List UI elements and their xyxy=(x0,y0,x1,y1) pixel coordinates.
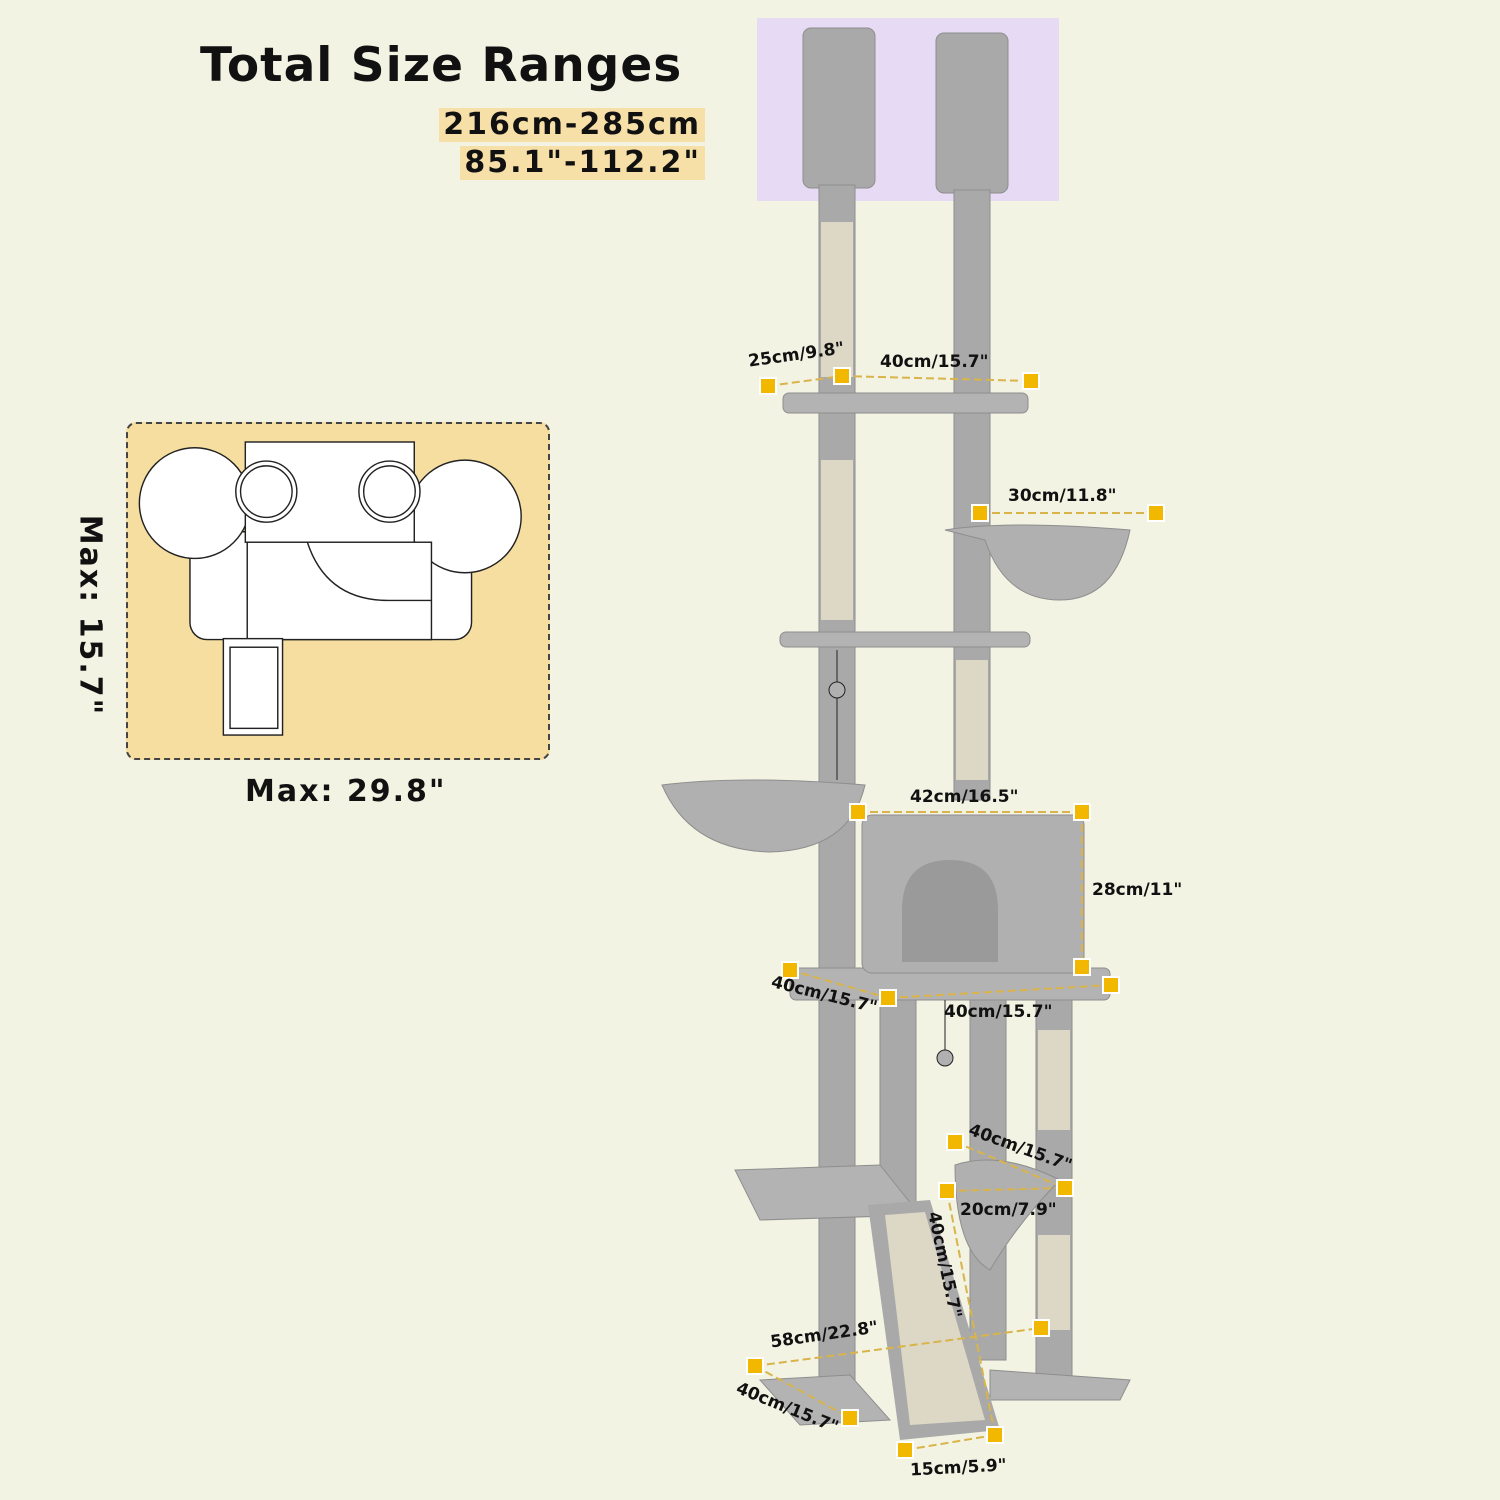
sisal-wraps xyxy=(821,222,1070,1330)
range-cm: 216cm-285cm xyxy=(439,108,705,142)
dim-hammock-depth: 20cm/7.9" xyxy=(960,1200,1057,1220)
max-depth-label: Max: 15.7" xyxy=(72,514,108,717)
dim-upper-basket: 30cm/11.8" xyxy=(1008,486,1117,506)
dim-condo-width: 42cm/16.5" xyxy=(910,787,1019,807)
dim-condo-height: 28cm/11" xyxy=(1092,880,1183,900)
cat-tree-illustration xyxy=(661,18,1165,1459)
dim-condo-base-width: 40cm/15.7" xyxy=(944,1002,1053,1022)
dim-top-perch-width: 40cm/15.7" xyxy=(880,352,989,372)
ramp xyxy=(868,1200,1000,1440)
max-width-label: Max: 29.8" xyxy=(245,774,447,809)
footprint-diagram xyxy=(126,422,550,760)
dimension-markers xyxy=(746,367,1165,1459)
footprint-outline-icon xyxy=(138,441,522,736)
ceiling-adjust-zone xyxy=(757,18,1059,201)
baskets xyxy=(661,524,1131,1271)
dimension-lines xyxy=(754,375,1156,1451)
page-title: Total Size Ranges xyxy=(200,38,683,93)
condo xyxy=(861,814,1085,974)
range-inches: 85.1"-112.2" xyxy=(460,146,705,180)
